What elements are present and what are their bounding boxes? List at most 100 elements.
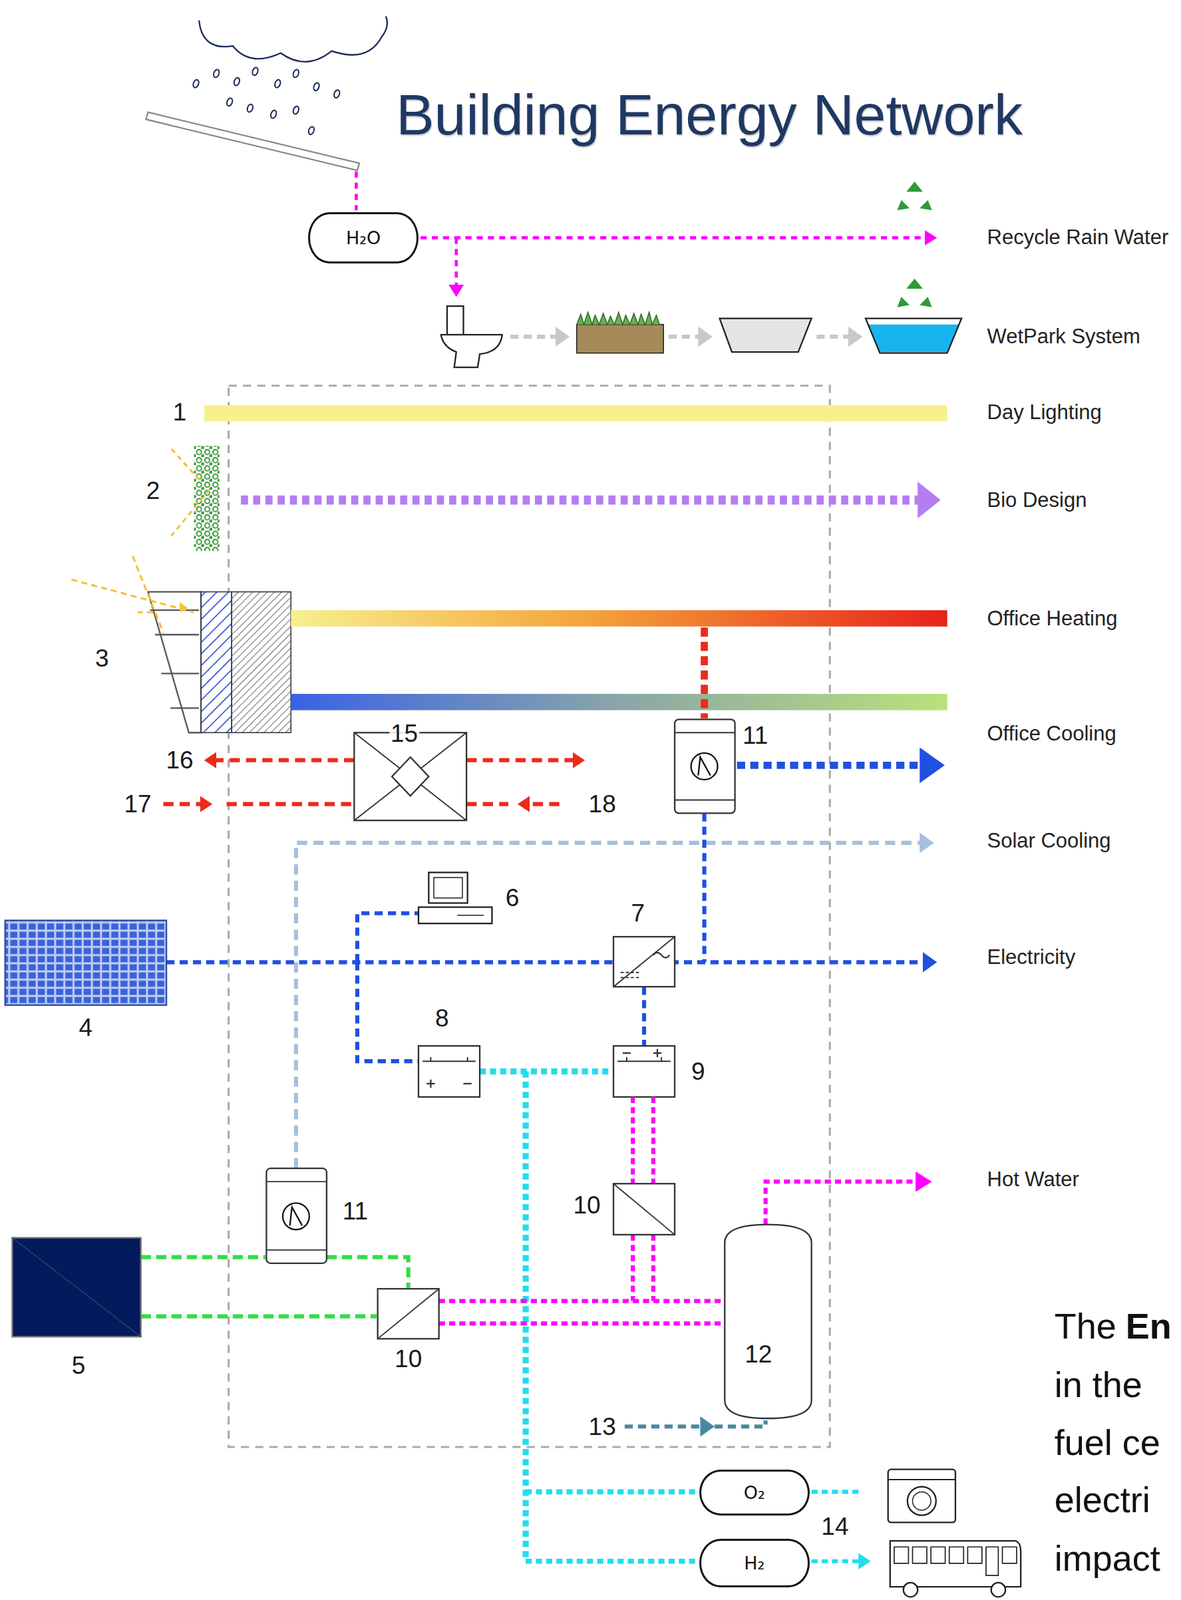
storage-tank: O₂	[699, 1469, 810, 1516]
drawing-rect	[613, 1183, 675, 1235]
drawing-line	[479, 1068, 613, 1075]
drawing-rect	[266, 1168, 327, 1264]
drawing-ellipse	[192, 79, 200, 89]
drawing-line	[668, 334, 703, 339]
callout-number: 13	[587, 1413, 618, 1441]
callout-number: 9	[689, 1058, 707, 1086]
callout-number: 1	[171, 398, 189, 426]
drawing-path	[145, 112, 360, 171]
drawing-path	[632, 1097, 654, 1184]
drawing-rect	[231, 592, 291, 734]
callout-number: 17	[123, 791, 154, 819]
drawing-path	[622, 1049, 662, 1058]
drawing-rect	[613, 936, 675, 987]
drawing-path	[150, 610, 200, 708]
drawing-line	[701, 813, 706, 963]
drawing-path	[296, 843, 924, 1169]
callout-number: 3	[93, 644, 111, 673]
drawing-path	[724, 1224, 812, 1419]
drawing-line	[674, 731, 736, 734]
drawing-line	[240, 495, 927, 506]
drawing-line	[226, 802, 355, 807]
drawing-path	[179, 602, 188, 613]
note-text: En	[1125, 1307, 1172, 1347]
drawing-rect	[428, 872, 468, 903]
drawing-ellipse	[246, 103, 254, 114]
drawing-g	[166, 813, 927, 1062]
drawing-ellipse	[225, 97, 233, 107]
drawing-g	[141, 1257, 409, 1317]
callout-number: 18	[587, 791, 618, 819]
drawing-rect	[447, 306, 464, 335]
drawing-line	[454, 237, 458, 291]
output-label: Day Lighting	[987, 401, 1102, 424]
drawing-ellipse	[307, 125, 315, 136]
drawing-rect	[613, 1045, 675, 1098]
note-text: in the	[1054, 1365, 1143, 1405]
drawing-ellipse	[292, 68, 300, 78]
drawing-line	[466, 758, 577, 763]
drawing-path	[422, 1057, 476, 1062]
drawing-g	[897, 181, 933, 308]
drawing-line	[525, 802, 560, 807]
callout-number: 16	[164, 747, 195, 775]
drawing-line	[700, 627, 708, 719]
drawing-line	[420, 236, 931, 240]
drawing-line	[642, 986, 647, 1046]
drawing-path	[765, 1181, 925, 1225]
output-label: Office Cooling	[987, 722, 1117, 746]
drawing-rect	[200, 592, 232, 734]
drawing-line	[354, 171, 358, 211]
drawing-line	[457, 914, 484, 917]
tank-label: H₂O	[345, 227, 381, 249]
drawing-path	[697, 757, 710, 776]
tank-label: O₂	[743, 1482, 766, 1504]
drawing-circle	[282, 1202, 310, 1230]
callout-number: 7	[630, 900, 647, 928]
callout-number: 10	[572, 1191, 603, 1219]
drawing-line	[674, 799, 736, 802]
drawing-ellipse	[251, 66, 259, 76]
drawing-path	[439, 1301, 764, 1325]
drawing-rect	[11, 1238, 141, 1338]
drawing-path	[613, 936, 675, 987]
output-label: Office Heating	[987, 607, 1118, 631]
drawing-line	[212, 758, 354, 763]
drawing-path	[141, 1255, 266, 1260]
drawing-rect	[377, 1288, 440, 1339]
drawing-rect	[193, 445, 219, 551]
drawing-rect	[228, 385, 831, 1448]
drawing-path	[714, 1420, 766, 1427]
drawing-path	[613, 1183, 675, 1235]
output-label: Solar Cooling	[987, 829, 1112, 853]
note-text: The	[1054, 1307, 1117, 1347]
callout-number: 6	[504, 884, 521, 913]
output-label: Hot Water	[987, 1168, 1080, 1191]
drawing-path	[391, 757, 429, 796]
tank-label: H₂	[743, 1552, 765, 1574]
drawing-line	[888, 1479, 956, 1481]
output-label: WetPark System	[987, 325, 1141, 348]
drawing-path	[867, 324, 960, 352]
drawing-rect	[418, 907, 492, 925]
output-label: Electricity	[987, 946, 1076, 969]
drawing-ellipse	[232, 77, 241, 87]
note-text: fuel ce	[1054, 1423, 1161, 1464]
drawing-line	[266, 1181, 327, 1183]
drawing-line	[163, 802, 204, 807]
drawing-path	[525, 1491, 698, 1561]
storage-tank: H₂O	[308, 212, 419, 264]
drawing-rect	[888, 1469, 956, 1523]
drawing-path	[71, 556, 194, 633]
drawing-path	[811, 1491, 863, 1561]
drawing-path	[326, 1257, 409, 1289]
callout-number: 11	[741, 722, 770, 750]
drawing-circle	[991, 1582, 1006, 1597]
drawing-path	[890, 1540, 1021, 1587]
drawing-path	[171, 449, 210, 536]
storage-tank: H₂	[699, 1538, 810, 1587]
drawing-ellipse	[274, 79, 282, 89]
output-label: Recycle Rain Water	[987, 226, 1170, 249]
drawing-path	[624, 1424, 705, 1429]
drawing-path	[897, 278, 933, 308]
